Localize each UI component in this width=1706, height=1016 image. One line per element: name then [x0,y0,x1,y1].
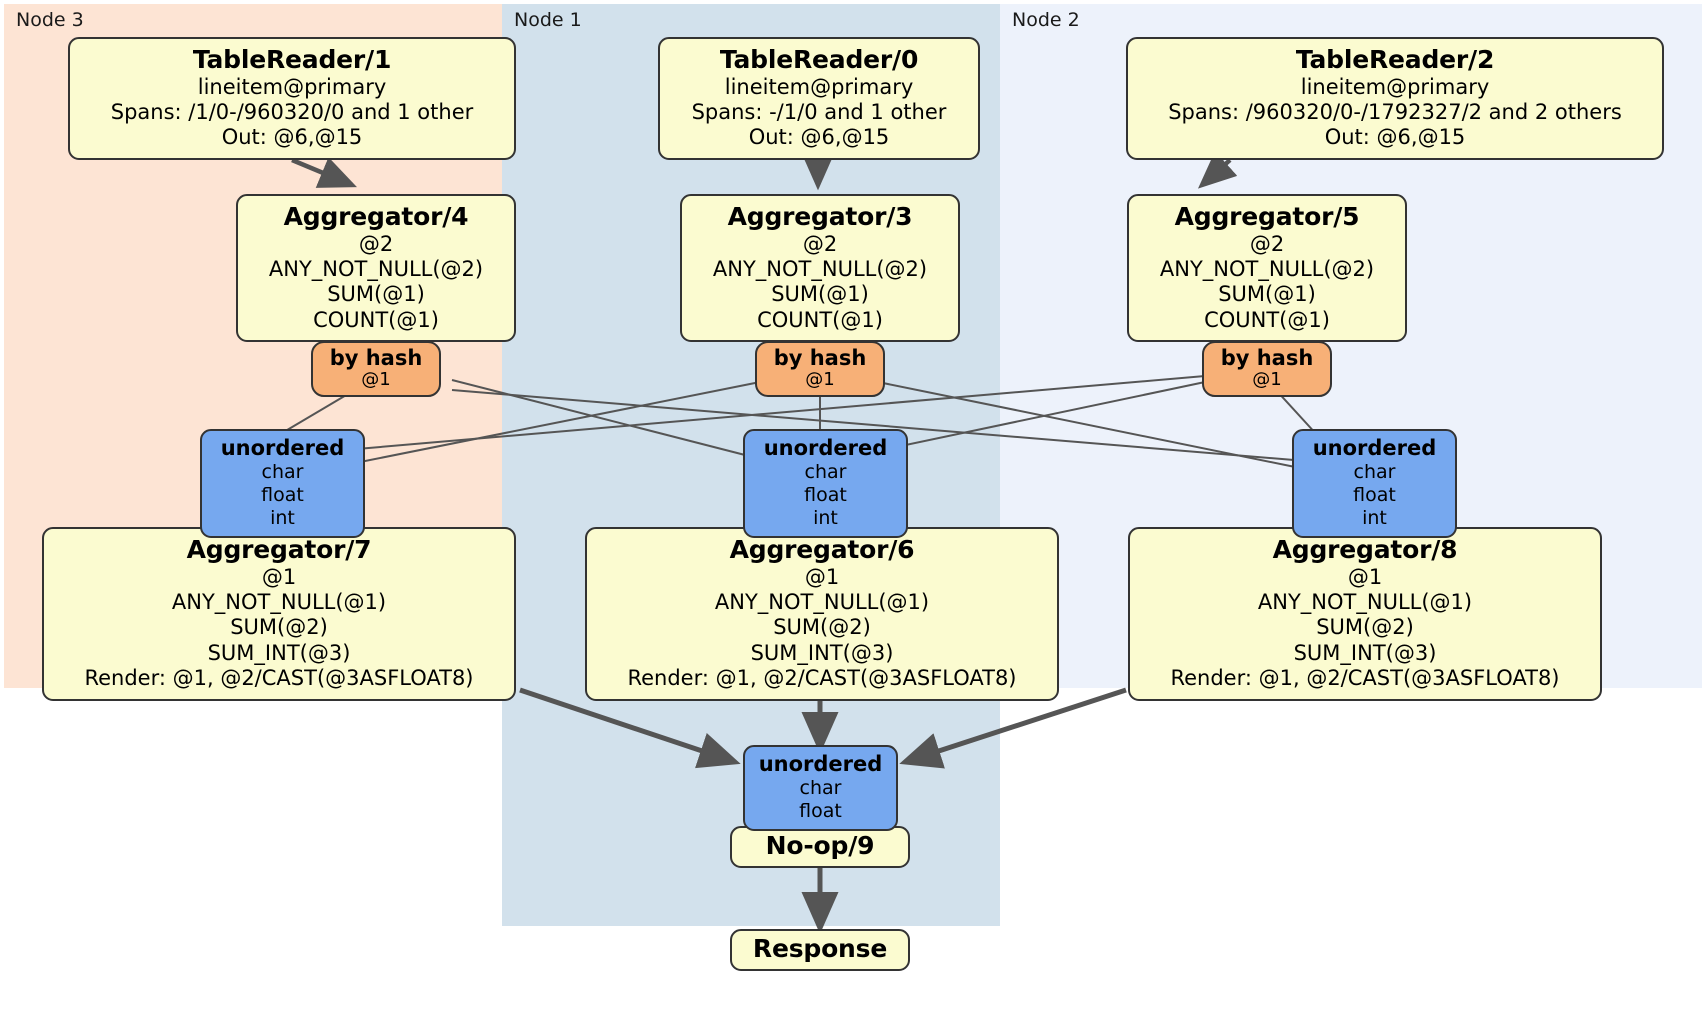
stream-line: int [813,506,838,529]
processor-line: @1 [804,564,840,589]
router-line: @1 [805,369,835,391]
processor-title: TableReader/1 [192,45,392,74]
stream-line: float [1353,483,1396,506]
processor-line: SUM(@2) [1316,615,1414,640]
processor-table-reader-0[interactable]: TableReader/0 lineitem@primary Spans: -/… [658,37,980,160]
node-panel-label-node2: Node 2 [1012,9,1080,31]
processor-line: SUM(@2) [230,615,328,640]
stream-line: float [261,483,304,506]
processor-line: @2 [1249,231,1285,256]
processor-aggregator-4[interactable]: Aggregator/4 @2 ANY_NOT_NULL(@2) SUM(@1)… [236,194,516,343]
processor-line: Out: @6,@15 [1324,125,1466,150]
processor-line: SUM(@2) [773,615,871,640]
processor-title: Aggregator/4 [283,202,469,231]
router-title: by hash [1220,346,1314,370]
stream-unordered-final[interactable]: unordered char float [743,745,898,831]
router-line: @1 [361,369,391,391]
stream-title: unordered [763,436,888,460]
processor-title: TableReader/2 [1295,45,1495,74]
stream-line: int [1362,506,1387,529]
processor-line: lineitem@primary [724,74,914,99]
router-title: by hash [329,346,423,370]
stream-unordered-right[interactable]: unordered char float int [1292,429,1457,538]
router-title: by hash [773,346,867,370]
processor-line: COUNT(@1) [313,307,439,332]
node-panel-label-node3: Node 3 [16,9,84,31]
router-by-hash-center[interactable]: by hash @1 [755,341,885,398]
processor-line: SUM_INT(@3) [750,640,894,665]
processor-line: @2 [358,231,394,256]
processor-response[interactable]: Response [730,929,910,971]
processor-title: Aggregator/6 [729,535,915,564]
processor-line: Spans: /960320/0-/1792327/2 and 2 others [1168,99,1622,124]
processor-line: Render: @1, @2/CAST(@3ASFLOAT8) [84,666,474,691]
processor-line: lineitem@primary [197,74,387,99]
processor-line: ANY_NOT_NULL(@2) [268,256,484,281]
processor-aggregator-7[interactable]: Aggregator/7 @1 ANY_NOT_NULL(@1) SUM(@2)… [42,527,516,701]
stream-line: float [799,799,842,822]
processor-line: Out: @6,@15 [221,125,363,150]
processor-line: @2 [802,231,838,256]
processor-line: lineitem@primary [1300,74,1490,99]
processor-title: Aggregator/5 [1174,202,1360,231]
processor-aggregator-3[interactable]: Aggregator/3 @2 ANY_NOT_NULL(@2) SUM(@1)… [680,194,960,343]
processor-line: Spans: /1/0-/960320/0 and 1 other [110,99,474,124]
stream-unordered-left[interactable]: unordered char float int [200,429,365,538]
processor-aggregator-6[interactable]: Aggregator/6 @1 ANY_NOT_NULL(@1) SUM(@2)… [585,527,1059,701]
processor-line: SUM(@1) [327,282,425,307]
router-by-hash-left[interactable]: by hash @1 [311,341,441,398]
stream-title: unordered [758,752,883,776]
processor-table-reader-1[interactable]: TableReader/1 lineitem@primary Spans: /1… [68,37,516,160]
processor-line: SUM_INT(@3) [207,640,351,665]
processor-title: Aggregator/7 [186,535,372,564]
processor-table-reader-2[interactable]: TableReader/2 lineitem@primary Spans: /9… [1126,37,1664,160]
stream-line: int [270,506,295,529]
processor-line: ANY_NOT_NULL(@2) [712,256,928,281]
processor-line: Spans: -/1/0 and 1 other [691,99,947,124]
processor-line: ANY_NOT_NULL(@1) [714,589,930,614]
stream-title: unordered [220,436,345,460]
processor-line: SUM(@1) [1218,282,1316,307]
processor-title: TableReader/0 [719,45,919,74]
processor-aggregator-8[interactable]: Aggregator/8 @1 ANY_NOT_NULL(@1) SUM(@2)… [1128,527,1602,701]
processor-line: Render: @1, @2/CAST(@3ASFLOAT8) [1170,666,1560,691]
processor-line: SUM_INT(@3) [1293,640,1437,665]
processor-line: Out: @6,@15 [748,125,890,150]
processor-line: Render: @1, @2/CAST(@3ASFLOAT8) [627,666,1017,691]
processor-line: COUNT(@1) [757,307,883,332]
router-by-hash-right[interactable]: by hash @1 [1202,341,1332,398]
stream-line: char [804,461,847,484]
stream-title: unordered [1312,436,1437,460]
processor-line: COUNT(@1) [1204,307,1330,332]
node-panel-label-node1: Node 1 [514,9,582,31]
processor-line: ANY_NOT_NULL(@1) [1257,589,1473,614]
stream-unordered-center[interactable]: unordered char float int [743,429,908,538]
processor-line: SUM(@1) [771,282,869,307]
processor-title: Aggregator/8 [1272,535,1458,564]
processor-line: ANY_NOT_NULL(@1) [171,589,387,614]
processor-noop-9[interactable]: No-op/9 [730,826,910,868]
stream-line: char [799,777,842,800]
stream-line: float [804,483,847,506]
processor-title: Response [752,934,888,963]
processor-title: Aggregator/3 [727,202,913,231]
processor-line: ANY_NOT_NULL(@2) [1159,256,1375,281]
processor-line: @1 [261,564,297,589]
stream-line: char [1353,461,1396,484]
processor-title: No-op/9 [765,831,875,860]
router-line: @1 [1252,369,1282,391]
stream-line: char [261,461,304,484]
processor-aggregator-5[interactable]: Aggregator/5 @2 ANY_NOT_NULL(@2) SUM(@1)… [1127,194,1407,343]
processor-line: @1 [1347,564,1383,589]
